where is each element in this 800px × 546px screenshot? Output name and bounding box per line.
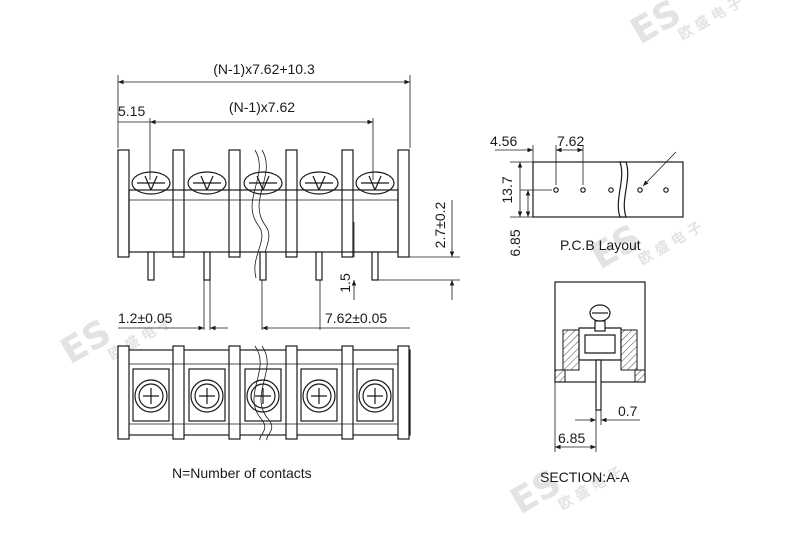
pin-length-label: 1.5 [337,273,353,293]
height-label: 2.7±0.2 [432,201,448,248]
overall-width-label: (N-1)x7.62+10.3 [213,61,315,77]
top-view: (N-1)x7.62+10.3 (N-1)x7.62 5.15 [117,61,460,331]
pin-width-label: 1.2±0.05 [118,310,173,326]
pitch-span-label: (N-1)x7.62 [229,99,295,115]
front-view: N=Number of contacts [117,345,411,481]
section-caption: SECTION:A-A [540,469,630,485]
pcb-dim-edge-label: 4.56 [490,133,517,149]
front-view-caption: N=Number of contacts [172,465,312,481]
pcb-dim-pitch-label: 7.62 [557,133,584,149]
watermark-text: 欧 盛 电 子 [676,0,746,43]
pcb-layout: 4.56 7.62 13.7 6.85 P.C.B Layout [490,133,684,257]
pcb-dim-row-label: 6.85 [507,229,523,256]
pcb-dim-height-label: 13.7 [499,176,515,203]
section-dim-offset-label: 6.85 [558,430,585,446]
pitch-label: 7.62±0.05 [325,310,387,326]
watermark-text: 欧 盛 电 子 [636,218,706,268]
watermark: ES 欧 盛 电 子 ES 欧 盛 电 子 ES 欧 盛 电 子 ES 欧 盛 … [54,0,745,523]
watermark-logo: ES [54,312,118,373]
section-view: 0.7 6.85 SECTION:A-A [540,281,646,485]
section-dim-pin-label: 0.7 [618,403,638,419]
pcb-layout-caption: P.C.B Layout [560,237,641,253]
edge-offset-label: 5.15 [118,103,145,119]
watermark-logo: ES [624,0,688,53]
